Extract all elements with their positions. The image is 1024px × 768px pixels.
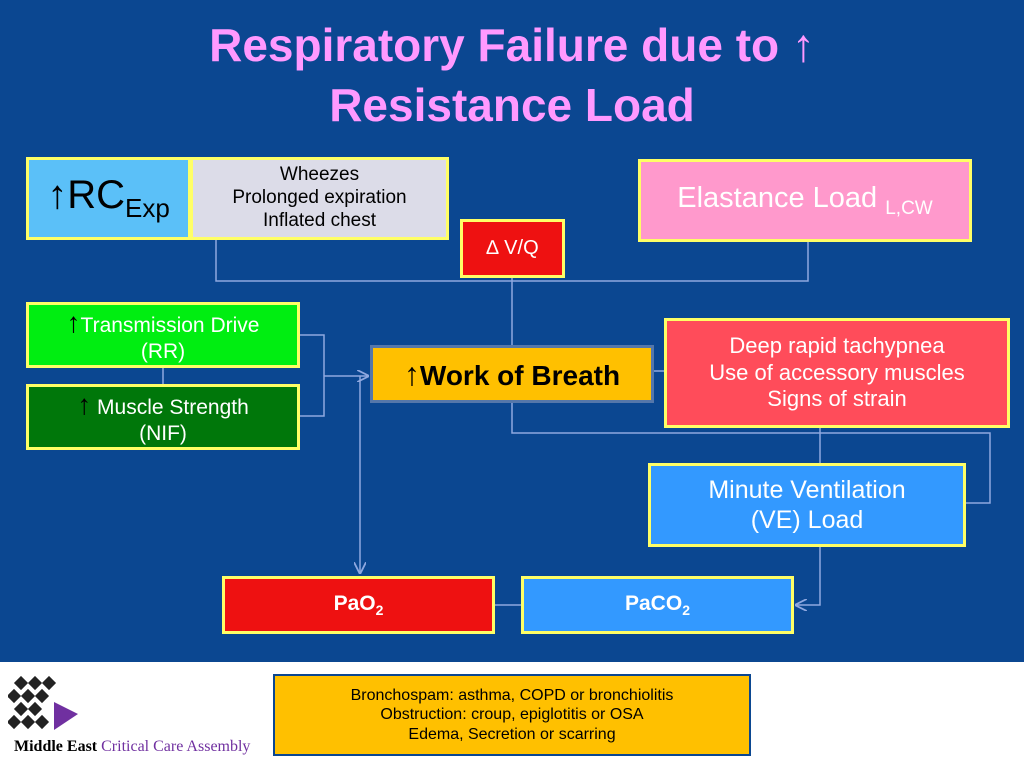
tachypnea-signs-box: Deep rapid tachypnea Use of accessory mu… bbox=[664, 318, 1010, 428]
connector-work-to-minute bbox=[511, 403, 991, 504]
logo-text: Middle East Critical Care Assembly bbox=[14, 738, 250, 756]
tachypnea-line: Use of accessory muscles bbox=[709, 359, 965, 385]
paco2-box: PaCO2 bbox=[521, 576, 794, 634]
causes-box: Bronchospam: asthma, COPD or bronchiolit… bbox=[273, 674, 751, 756]
minute-label: Minute Ventilation bbox=[708, 476, 906, 504]
transmission-rr: (RR) bbox=[140, 340, 186, 364]
slide-title-line-2: Resistance Load bbox=[329, 79, 695, 131]
cause-line: Edema, Secretion or scarring bbox=[408, 725, 616, 743]
muscle-nif: (NIF) bbox=[139, 422, 187, 446]
paco2-label: PaCO bbox=[625, 591, 683, 615]
minute-ventilation-box: Minute Ventilation (VE) Load bbox=[648, 463, 966, 547]
elastance-label: Elastance Load bbox=[677, 181, 886, 214]
pao2-label: PaO bbox=[333, 591, 376, 615]
transmission-drive-box: ↑Transmission Drive (RR) bbox=[26, 302, 300, 368]
up-arrow-icon: ↑ bbox=[403, 355, 420, 392]
logo-text-part-1: Middle East bbox=[14, 738, 102, 755]
work-of-breath-box: ↑Work of Breath bbox=[370, 345, 654, 403]
connector-drive-strength-bracket bbox=[300, 334, 325, 417]
rc-exp-box: ↑RCExp bbox=[26, 157, 191, 240]
muscle-strength-box: ↑ Muscle Strength (NIF) bbox=[26, 384, 300, 450]
critical-care-logo-icon bbox=[8, 676, 78, 730]
up-arrow-icon: ↑ bbox=[47, 173, 68, 217]
pao2-subscript: 2 bbox=[375, 602, 384, 619]
vq-box: ∆ V/Q bbox=[460, 219, 565, 278]
pao2-box: PaO2 bbox=[222, 576, 495, 634]
slide-title-line-1: Respiratory Failure due to ↑ bbox=[209, 19, 815, 71]
transmission-label: Transmission Drive bbox=[80, 313, 260, 337]
tachypnea-line: Signs of strain bbox=[767, 386, 907, 412]
work-label: Work of Breath bbox=[419, 359, 621, 391]
vq-label: ∆ V/Q bbox=[486, 237, 539, 259]
signs-line: Prolonged expiration bbox=[232, 187, 407, 209]
rc-label: RC bbox=[67, 173, 125, 217]
up-arrow-icon: ↑ bbox=[66, 306, 81, 338]
cause-line: Bronchospam: asthma, COPD or bronchiolit… bbox=[350, 687, 674, 705]
tachypnea-line: Deep rapid tachypnea bbox=[729, 333, 945, 359]
signs-line: Inflated chest bbox=[262, 209, 377, 231]
elastance-load-box: Elastance Load L,CW bbox=[638, 159, 972, 242]
cause-line: Obstruction: croup, epiglotitis or OSA bbox=[380, 706, 644, 724]
logo-text-part-2: Critical Care Assembly bbox=[101, 738, 251, 755]
minute-ve: (VE) Load bbox=[750, 506, 864, 534]
rc-subscript: Exp bbox=[124, 193, 170, 223]
muscle-label: Muscle Strength bbox=[91, 395, 249, 419]
elastance-subscript: L,CW bbox=[885, 197, 933, 219]
paco2-subscript: 2 bbox=[682, 602, 690, 619]
up-arrow-icon: ↑ bbox=[77, 388, 92, 420]
clinical-signs-box: Wheezes Prolonged expiration Inflated ch… bbox=[190, 157, 449, 240]
signs-line: Wheezes bbox=[279, 164, 360, 186]
